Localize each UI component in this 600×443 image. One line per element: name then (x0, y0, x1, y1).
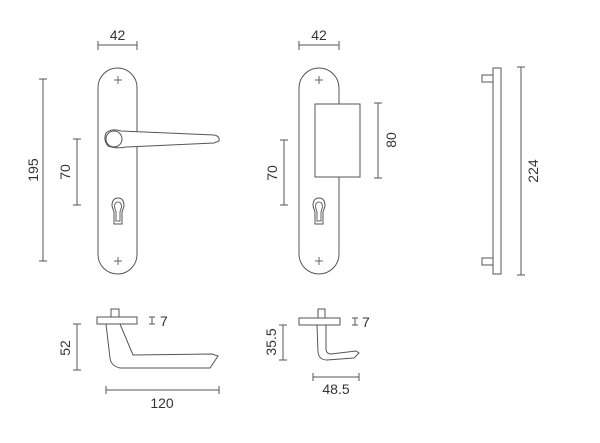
screw-mark-icon (315, 76, 323, 84)
handle-backplate (97, 67, 138, 275)
handle-plate-width-label: 42 (110, 27, 126, 43)
thickness-mark-icon (149, 316, 155, 325)
pull-bar (492, 67, 502, 275)
handle-side-lever (105, 323, 219, 369)
knob-side-lever (316, 324, 360, 361)
knob-block-height-label: 80 (383, 132, 399, 148)
knob-thickness-label: 7 (362, 314, 370, 330)
handle-plate-spacing-label: 70 (57, 164, 73, 180)
knob-side-view: 7 35.5 48.5 (263, 308, 370, 397)
screw-mark-icon (315, 257, 323, 265)
screw-mark-icon (114, 257, 122, 265)
thickness-mark-icon (352, 317, 358, 326)
pull-bar-view: 224 (481, 66, 541, 276)
knob-side-base (298, 317, 341, 326)
knob-side-height-label: 35.5 (263, 328, 279, 355)
pull-bar-standoff (481, 257, 494, 266)
handle-plate-height-label: 195 (25, 158, 41, 182)
knob-plate-width-label: 42 (311, 27, 327, 43)
knob-projection-label: 48.5 (322, 381, 349, 397)
handle-projection-label: 120 (150, 395, 174, 411)
handle-thickness-label: 7 (160, 313, 168, 329)
handle-side-height-label: 52 (57, 340, 73, 356)
lever-handle (104, 129, 220, 149)
handle-side-view: 7 52 120 (57, 308, 220, 411)
knob-plate-view: 42 70 80 (264, 27, 399, 275)
knob-block (314, 103, 361, 178)
handle-side-base (96, 316, 138, 325)
screw-mark-icon (114, 76, 122, 84)
pull-bar-length-label: 224 (525, 159, 541, 183)
handle-plate-view: 42 195 70 (25, 27, 220, 275)
pull-bar-standoff (481, 74, 494, 83)
knob-plate-spacing-label: 70 (264, 165, 280, 181)
